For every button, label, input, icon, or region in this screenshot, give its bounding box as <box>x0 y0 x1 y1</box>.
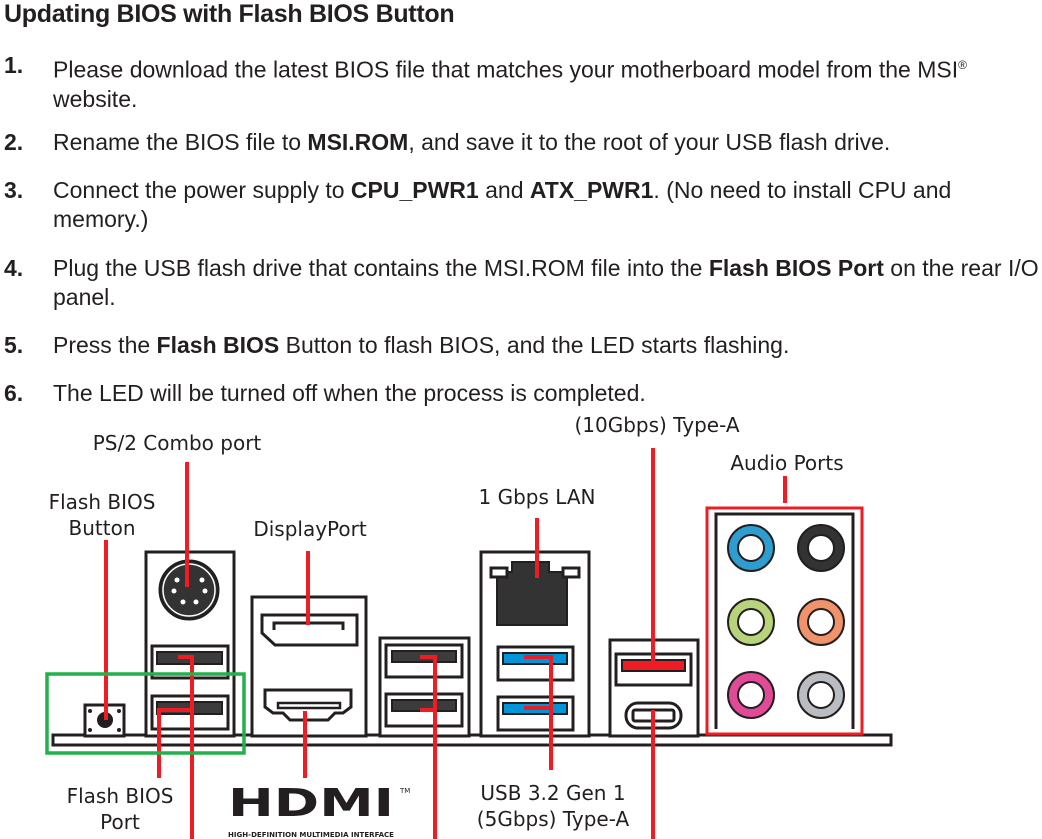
audio-highlight-box <box>705 506 864 736</box>
step-text: Press the <box>53 332 157 358</box>
step-text: . (No need to install CPU and memory.) <box>53 177 952 232</box>
label-audio-ports: Audio Ports <box>730 451 843 475</box>
step-bold: CPU_PWR1 <box>350 177 479 203</box>
rj45-port <box>496 561 568 626</box>
step-bold: Flash BIOS <box>156 332 280 358</box>
step-text: Please download the latest BIOS file tha… <box>53 56 959 83</box>
audio-jack-black <box>798 525 844 571</box>
step-text: and <box>478 177 530 203</box>
step-bold: ATX_PWR1 <box>529 177 654 203</box>
audio-jack-blue <box>728 525 774 571</box>
step-number: 6. <box>4 380 24 406</box>
step-4: 4. Plug the USB flash drive that contain… <box>4 254 1042 312</box>
leader-lines <box>104 448 787 839</box>
label-flash-bios-port: Port <box>100 810 140 834</box>
step-bold: MSI.ROM <box>307 129 409 155</box>
label-usb-10gbps: (10Gbps) Type-A <box>574 413 739 437</box>
label-usb-5gbps: (5Gbps) Type-A <box>477 807 630 831</box>
label-usb-5gbps: USB 3.2 Gen 1 <box>480 781 625 805</box>
audio-jack-gray <box>798 672 844 718</box>
step-bold: Flash BIOS Port <box>708 255 884 281</box>
step-text: Rename the BIOS file to <box>53 129 308 155</box>
hdmi-tagline: HIGH-DEFINITION MULTIMEDIA INTERFACE <box>228 831 394 839</box>
step-6: 6. The LED will be turned off when the p… <box>4 379 1042 408</box>
label-flash-bios-button: Button <box>69 516 136 540</box>
audio-jack-pink <box>728 672 774 718</box>
step-text: Plug the USB flash drive that contains t… <box>53 255 709 281</box>
step-text: Connect the power supply to <box>53 177 351 203</box>
step-number: 1. <box>4 52 24 78</box>
registered-mark: ® <box>958 58 967 72</box>
usb-stack <box>378 636 471 738</box>
page-title: Updating BIOS with Flash BIOS Button <box>4 0 455 28</box>
step-text: Button to flash BIOS, and the LED starts… <box>279 332 790 358</box>
hdmi-tm: TM <box>399 787 410 795</box>
audio-block <box>705 506 864 736</box>
hdmi-logo: HDMI TM HIGH-DEFINITION MULTIMEDIA INTER… <box>228 781 410 839</box>
step-number: 5. <box>4 332 24 358</box>
label-displayport: DisplayPort <box>253 517 367 541</box>
step-1: 1. Please download the latest BIOS file … <box>4 51 1042 114</box>
step-3: 3. Connect the power supply to CPU_PWR1 … <box>4 176 1042 234</box>
flash-bios-highlight-box <box>45 672 246 755</box>
io-shield-plate <box>51 733 893 747</box>
step-text: The LED will be turned off when the proc… <box>53 380 646 406</box>
label-flash-bios-button: Flash BIOS <box>49 490 156 514</box>
step-number: 4. <box>4 255 24 281</box>
step-text: , and save it to the root of your USB fl… <box>408 129 891 155</box>
step-text: on the rear I/O panel. <box>53 255 1039 310</box>
label-ps2: PS/2 Combo port <box>93 431 262 455</box>
audio-jack-green <box>728 599 774 645</box>
audio-jack-orange <box>798 599 844 645</box>
step-text: website. <box>53 85 138 112</box>
hdmi-logo-text: HDMI <box>228 781 394 825</box>
step-number: 2. <box>4 129 24 155</box>
label-lan: 1 Gbps LAN <box>479 485 596 509</box>
label-flash-bios-port: Flash BIOS <box>67 784 174 808</box>
step-number: 3. <box>4 177 24 203</box>
step-2: 2. Rename the BIOS file to MSI.ROM, and … <box>4 128 1042 157</box>
step-5: 5. Press the Flash BIOS Button to flash … <box>4 331 1042 360</box>
